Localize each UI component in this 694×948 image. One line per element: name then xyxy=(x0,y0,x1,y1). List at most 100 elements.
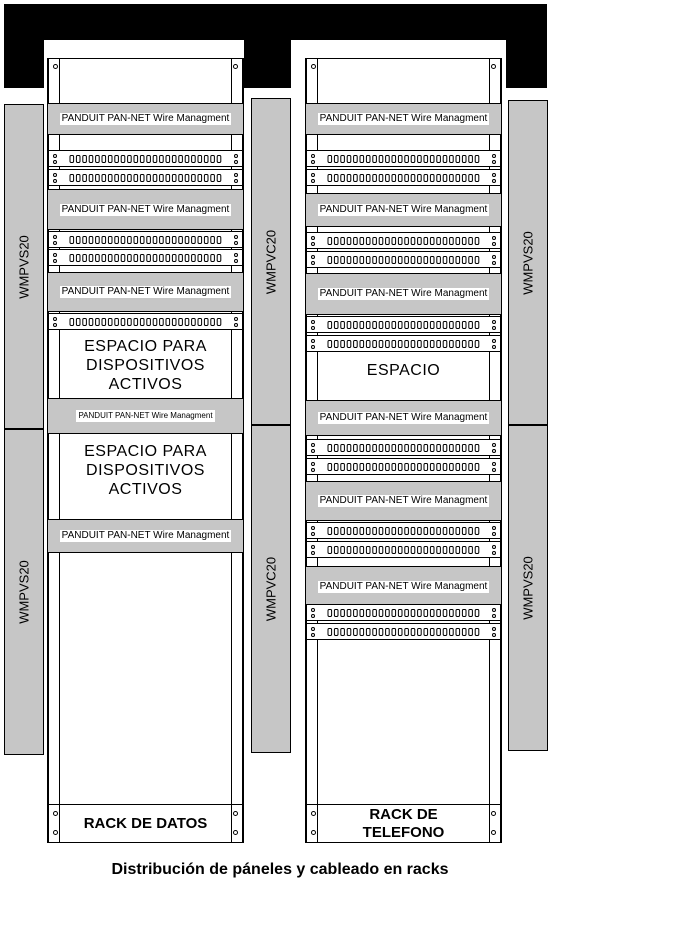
port xyxy=(391,256,397,264)
port xyxy=(353,609,358,617)
port xyxy=(216,155,222,163)
port xyxy=(410,463,416,471)
port xyxy=(442,174,448,182)
patch-panel xyxy=(306,458,501,475)
port xyxy=(365,444,371,452)
port xyxy=(353,237,358,245)
panel-screw xyxy=(492,236,496,240)
panel-screw xyxy=(53,173,57,177)
port xyxy=(461,546,467,554)
rack-name: RACK DE DATOS xyxy=(83,814,208,832)
patch-panel xyxy=(306,623,501,640)
port xyxy=(346,321,352,329)
rack-name: RACK DE TELEFONO xyxy=(362,805,445,841)
port xyxy=(365,609,371,617)
port xyxy=(404,444,409,452)
port xyxy=(385,628,390,636)
port xyxy=(327,444,333,452)
port xyxy=(365,546,371,554)
port xyxy=(127,236,132,244)
patch-panel xyxy=(306,316,501,333)
port xyxy=(442,527,448,535)
panel-screw xyxy=(492,154,496,158)
port xyxy=(468,463,473,471)
port xyxy=(340,444,345,452)
port xyxy=(404,463,409,471)
port xyxy=(184,318,190,326)
port xyxy=(146,155,151,163)
panel-screw xyxy=(234,253,238,257)
panel-screw xyxy=(53,323,57,327)
patch-panel xyxy=(48,313,243,330)
port xyxy=(159,174,164,182)
mount-hole xyxy=(233,64,238,69)
active-devices-space: ESPACIO PARA DISPOSITIVOS ACTIVOS xyxy=(60,440,231,500)
port xyxy=(410,174,416,182)
port xyxy=(171,174,177,182)
port xyxy=(359,527,365,535)
side-manager-label: WMPVS20 xyxy=(520,230,536,295)
patch-panel xyxy=(306,251,501,268)
port xyxy=(346,174,352,182)
port xyxy=(385,444,390,452)
port xyxy=(216,254,222,262)
port xyxy=(474,256,480,264)
port xyxy=(417,237,422,245)
port xyxy=(327,321,333,329)
panel-screw xyxy=(492,261,496,265)
port xyxy=(461,463,467,471)
panel-screw xyxy=(492,633,496,637)
panel-screw xyxy=(492,443,496,447)
port xyxy=(378,340,384,348)
port xyxy=(340,628,345,636)
port xyxy=(461,340,467,348)
port xyxy=(397,463,403,471)
port xyxy=(378,174,384,182)
port xyxy=(210,155,215,163)
port xyxy=(171,236,177,244)
patch-panel xyxy=(306,541,501,558)
port xyxy=(353,546,358,554)
port xyxy=(423,155,429,163)
port xyxy=(410,155,416,163)
port xyxy=(346,463,352,471)
port xyxy=(404,155,409,163)
port xyxy=(397,628,403,636)
port xyxy=(378,546,384,554)
port xyxy=(397,237,403,245)
port xyxy=(417,444,422,452)
port xyxy=(203,155,209,163)
port xyxy=(340,340,345,348)
wire-manager-label: PANDUIT PAN-NET Wire Managment xyxy=(317,495,490,507)
port xyxy=(397,321,403,329)
port xyxy=(346,527,352,535)
port xyxy=(455,546,461,554)
panel-screw xyxy=(311,545,315,549)
port xyxy=(365,155,371,163)
port xyxy=(410,444,416,452)
port xyxy=(468,155,473,163)
port xyxy=(423,546,429,554)
port xyxy=(365,340,371,348)
patch-panel xyxy=(306,439,501,456)
panel-screw xyxy=(311,345,315,349)
mount-hole xyxy=(53,811,58,816)
panel-screw xyxy=(311,449,315,453)
side-manager-label: WMPVC20 xyxy=(263,229,279,294)
port xyxy=(378,527,384,535)
port xyxy=(378,463,384,471)
port xyxy=(203,236,209,244)
port xyxy=(159,155,164,163)
port xyxy=(410,237,416,245)
port xyxy=(327,256,333,264)
wire-manager-label: PANDUIT PAN-NET Wire Managment xyxy=(317,412,490,424)
diagram-caption: Distribución de páneles y cableado en ra… xyxy=(110,860,450,880)
port xyxy=(340,546,345,554)
port xyxy=(365,256,371,264)
port xyxy=(359,155,365,163)
port xyxy=(146,318,151,326)
port xyxy=(327,237,333,245)
panel-screw xyxy=(234,179,238,183)
active-devices-space: ESPACIO PARA DISPOSITIVOS ACTIVOS xyxy=(60,335,231,395)
port xyxy=(191,155,196,163)
